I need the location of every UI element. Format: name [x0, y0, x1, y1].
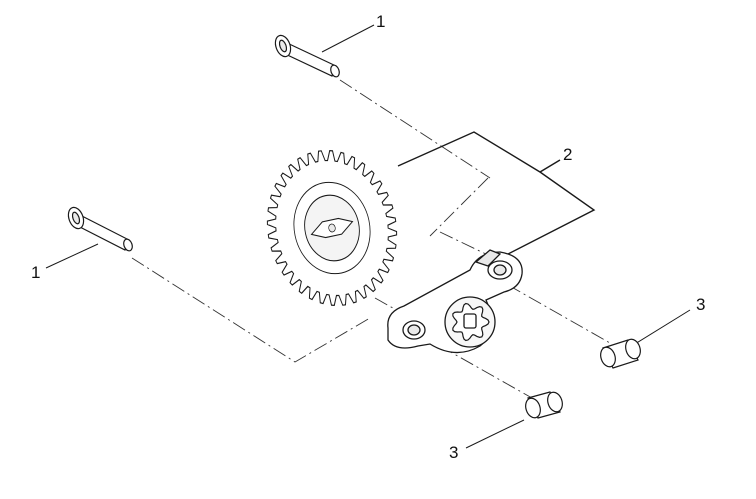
pump-tab [474, 249, 502, 267]
centre-line-bottom-bushing [439, 345, 533, 399]
callout-pin-left: 1 [31, 263, 41, 282]
leader-pin-left [45, 243, 99, 269]
leader-bushing-right [634, 309, 691, 345]
callout-bushing-bottom: 3 [449, 443, 459, 462]
assembly-centre-lines [131, 79, 611, 399]
pin-left-part-1 [67, 206, 133, 252]
bushing-bottom-part-3 [525, 391, 563, 419]
leader-pin-top [321, 24, 375, 53]
centre-line-right-bushing [507, 284, 611, 344]
centre-line-pump-lower [374, 297, 401, 313]
leader-lines [45, 24, 691, 449]
pin-top-part-1 [274, 34, 340, 78]
leader-bracket-part-2 [397, 131, 596, 255]
bushing-right-part-3 [600, 338, 641, 369]
leader-bushing-bottom [465, 419, 525, 449]
callout-gear-and-pump: 2 [563, 145, 573, 164]
oil-pump-body-part-2 [387, 249, 523, 354]
centre-line-gear-pump [429, 177, 489, 237]
rotor-key [463, 313, 477, 329]
centre-line-pump-upper [439, 231, 491, 257]
callout-bushing-right: 3 [696, 295, 706, 314]
callout-pin-top: 1 [376, 12, 386, 31]
centre-line-left-pin [131, 257, 371, 363]
drive-gear-part-2 [266, 150, 398, 306]
centre-line-top-pin [339, 79, 491, 179]
